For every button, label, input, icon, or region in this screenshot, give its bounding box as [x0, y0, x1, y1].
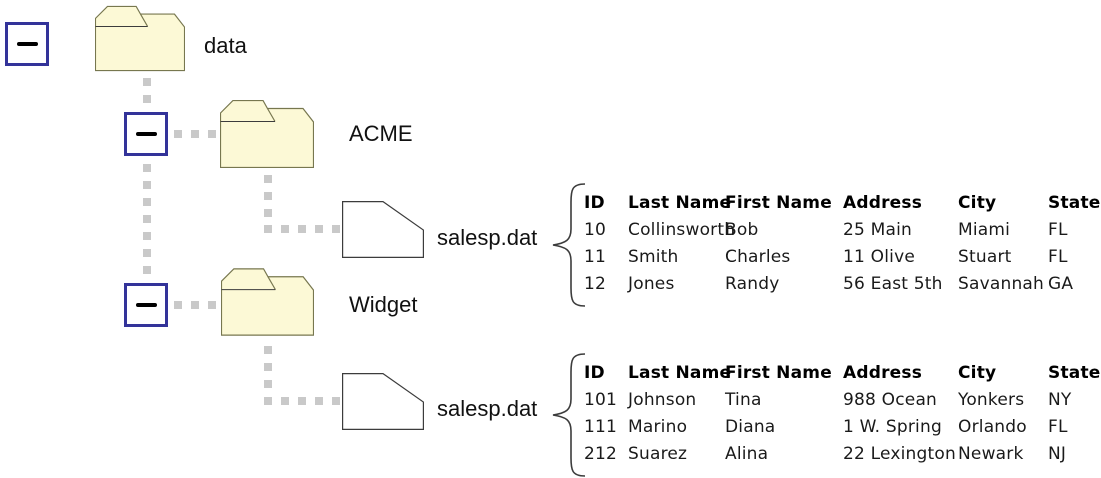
table-cell: 1 W. Spring	[843, 417, 942, 437]
table-header-row: ID Last Name First Name Address City Sta…	[584, 365, 1101, 385]
connector-widget-down	[264, 346, 272, 388]
column-header-city: City	[958, 193, 997, 213]
table-cell: 22 Lexington	[843, 444, 956, 464]
column-header-state: State	[1048, 193, 1101, 213]
minus-icon	[135, 303, 157, 307]
table-cell: 25 Main	[843, 220, 913, 240]
column-header-id: ID	[584, 193, 605, 213]
table-cell: Johnson	[628, 390, 697, 410]
table-row: 212 Suarez Alina 22 Lexington Newark NJ	[584, 446, 1101, 466]
table-cell: Randy	[725, 274, 780, 294]
column-header-last-name: Last Name	[628, 363, 732, 383]
connector-acme-to-file	[264, 225, 340, 233]
minus-icon	[135, 132, 157, 136]
table-row: 111 Marino Diana 1 W. Spring Orlando FL	[584, 419, 1101, 439]
table-cell: Stuart	[958, 247, 1012, 267]
table-row: 10 Collinsworth Bob 25 Main Miami FL	[584, 222, 1101, 242]
connector-widget-to-file	[264, 397, 340, 405]
file-label-salesp-acme[interactable]: salesp.dat	[437, 225, 538, 250]
column-header-address: Address	[843, 363, 923, 383]
folder-icon-acme[interactable]	[220, 100, 314, 168]
connector-acme-down	[264, 175, 272, 217]
column-header-id: ID	[584, 363, 605, 383]
column-header-first-name: First Name	[725, 363, 832, 383]
file-contents-table-widget: ID Last Name First Name Address City Sta…	[584, 363, 1101, 475]
connector-acme-box-to-folder	[174, 130, 216, 138]
file-icon-salesp-widget[interactable]	[342, 373, 424, 430]
table-cell: NJ	[1048, 444, 1067, 464]
column-header-city: City	[958, 363, 997, 383]
table-cell: 10	[584, 220, 607, 240]
table-cell: 988 Ocean	[843, 390, 938, 410]
table-cell: Orlando	[958, 417, 1027, 437]
table-cell: Diana	[725, 417, 776, 437]
column-header-state: State	[1048, 363, 1101, 383]
table-cell: Smith	[628, 247, 679, 267]
minus-icon	[16, 42, 38, 46]
curly-brace-icon	[552, 183, 586, 307]
folder-icon-data[interactable]	[95, 5, 185, 72]
table-cell: Bob	[725, 220, 759, 240]
connector-data-to-acme	[143, 78, 151, 103]
table-row: 101 Johnson Tina 988 Ocean Yonkers NY	[584, 392, 1101, 412]
table-row: 11 Smith Charles 11 Olive Stuart FL	[584, 249, 1101, 269]
table-cell: Miami	[958, 220, 1011, 240]
table-cell: 12	[584, 274, 607, 294]
table-cell: Marino	[628, 417, 688, 437]
folder-label-data[interactable]: data	[204, 33, 247, 58]
table-cell: 56 East 5th	[843, 274, 943, 294]
table-cell: Newark	[958, 444, 1024, 464]
collapse-box-root[interactable]	[5, 22, 49, 66]
collapse-box-widget[interactable]	[124, 283, 168, 327]
table-cell: 212	[584, 444, 618, 464]
table-row: 12 Jones Randy 56 East 5th Savannah GA	[584, 276, 1101, 296]
table-cell: Charles	[725, 247, 791, 267]
table-cell: FL	[1048, 417, 1068, 437]
table-cell: 111	[584, 417, 618, 437]
folder-label-widget[interactable]: Widget	[349, 292, 418, 317]
folder-label-acme[interactable]: ACME	[349, 121, 413, 146]
table-cell: Collinsworth	[628, 220, 736, 240]
table-cell: Yonkers	[958, 390, 1025, 410]
curly-brace-icon	[552, 353, 586, 477]
file-contents-table-acme: ID Last Name First Name Address City Sta…	[584, 193, 1101, 305]
column-header-last-name: Last Name	[628, 193, 732, 213]
table-cell: Alina	[725, 444, 769, 464]
table-header-row: ID Last Name First Name Address City Sta…	[584, 195, 1101, 215]
table-cell: Jones	[628, 274, 675, 294]
folder-icon-widget[interactable]	[221, 268, 314, 336]
table-cell: NY	[1048, 390, 1072, 410]
collapse-box-acme[interactable]	[124, 112, 168, 156]
table-cell: 101	[584, 390, 618, 410]
file-icon-salesp-acme[interactable]	[342, 201, 424, 258]
table-cell: FL	[1048, 247, 1068, 267]
table-cell: Tina	[725, 390, 762, 410]
table-cell: 11	[584, 247, 607, 267]
table-cell: FL	[1048, 220, 1068, 240]
connector-acme-to-widget	[143, 164, 151, 274]
table-cell: GA	[1048, 274, 1074, 294]
table-cell: Savannah	[958, 274, 1045, 294]
table-cell: 11 Olive	[843, 247, 915, 267]
column-header-first-name: First Name	[725, 193, 832, 213]
connector-widget-box-to-folder	[174, 301, 216, 309]
file-label-salesp-widget[interactable]: salesp.dat	[437, 396, 538, 421]
column-header-address: Address	[843, 193, 923, 213]
table-cell: Suarez	[628, 444, 688, 464]
